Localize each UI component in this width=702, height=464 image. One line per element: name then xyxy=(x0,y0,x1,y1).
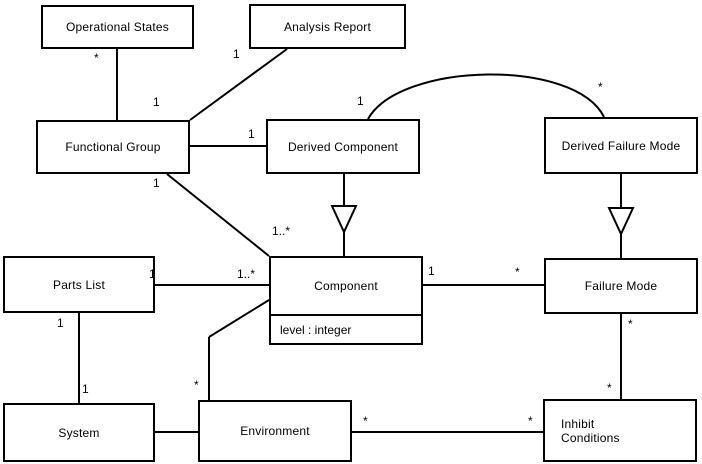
class-name-inhibit-conditions: Inhibit Conditions xyxy=(561,416,620,445)
multiplicity-inhibitconditions-top: * xyxy=(607,381,612,395)
multiplicity-derivedfailuremode-arc: * xyxy=(598,80,603,94)
class-box-parts-list[interactable]: Parts List xyxy=(3,256,155,313)
class-name-functional-group: Functional Group xyxy=(65,140,161,154)
assoc-analysisreport-functionalgroup xyxy=(189,48,288,121)
class-name-operational-states: Operational States xyxy=(66,20,169,34)
multiplicity-failuremode-bottom: * xyxy=(628,317,633,331)
class-box-functional-group[interactable]: Functional Group xyxy=(36,120,190,174)
multiplicity-opstates-bottom: * xyxy=(94,51,99,65)
multiplicity-environment-right: * xyxy=(363,414,368,428)
multiplicity-functionalgroup-top: 1 xyxy=(153,95,160,109)
multiplicity-analysisreport-left: 1 xyxy=(233,47,240,61)
class-box-operational-states[interactable]: Operational States xyxy=(41,5,194,49)
class-name-parts-list: Parts List xyxy=(52,277,105,292)
class-box-analysis-report[interactable]: Analysis Report xyxy=(249,4,406,49)
multiplicity-environment-top: * xyxy=(194,378,199,392)
class-name-system: System xyxy=(58,425,100,440)
class-name-analysis-report: Analysis Report xyxy=(283,19,372,34)
assoc-functionalgroup-component xyxy=(166,173,270,257)
class-attribute-component-level: level : integer xyxy=(271,314,421,343)
multiplicity-partslist-right: 1 xyxy=(149,267,156,281)
generalization-triangle-component xyxy=(330,205,358,235)
class-box-system[interactable]: System xyxy=(3,403,155,462)
multiplicity-component-upperleft: 1..* xyxy=(272,224,291,238)
class-box-environment[interactable]: Environment xyxy=(198,400,352,462)
class-name-failure-mode: Failure Mode xyxy=(584,279,658,293)
class-box-failure-mode[interactable]: Failure Mode xyxy=(544,258,698,314)
multiplicity-component-right: 1 xyxy=(428,264,435,278)
multiplicity-partslist-bottom: 1 xyxy=(57,316,64,330)
class-box-component[interactable]: Component level : integer xyxy=(269,256,423,345)
multiplicity-system-top: 1 xyxy=(82,382,89,396)
class-box-derived-component[interactable]: Derived Component xyxy=(266,119,420,174)
assoc-component-environment-diagonal xyxy=(208,299,270,338)
generalization-triangle-failuremode xyxy=(607,207,635,237)
multiplicity-derivedcomponent-arc: 1 xyxy=(357,94,364,108)
assoc-derivedcomponent-derivedfailuremode xyxy=(367,73,605,120)
class-name-component: Component xyxy=(314,279,378,293)
class-name-derived-failure-mode: Derived Failure Mode xyxy=(561,138,681,153)
multiplicity-inhibitconditions-left: * xyxy=(528,414,533,428)
multiplicity-failuremode-left: * xyxy=(515,265,520,279)
class-box-derived-failure-mode[interactable]: Derived Failure Mode xyxy=(544,117,698,174)
class-name-environment: Environment xyxy=(240,424,310,438)
multiplicity-derivedcomponent-left: 1 xyxy=(248,127,255,141)
class-box-inhibit-conditions[interactable]: Inhibit Conditions xyxy=(543,399,697,462)
class-name-derived-component: Derived Component xyxy=(287,139,399,154)
multiplicity-component-left: 1..* xyxy=(237,267,256,281)
multiplicity-functionalgroup-bottom: 1 xyxy=(153,176,160,190)
